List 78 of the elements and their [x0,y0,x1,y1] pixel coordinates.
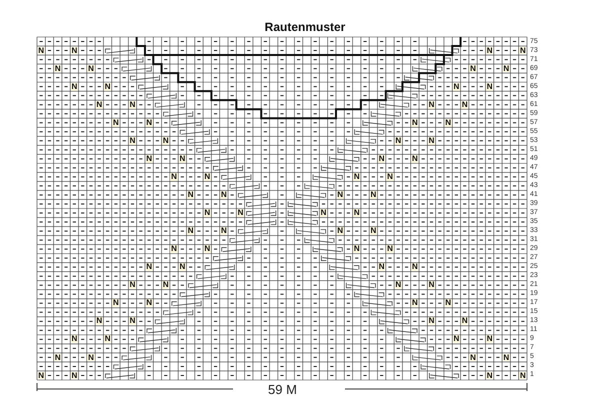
stitch-symbol: N [469,354,477,362]
stitch-symbol: N [128,100,136,109]
stitch-symbol: N [370,227,377,235]
stitch-symbol: N [428,136,436,145]
stitch-symbol: N [112,299,120,308]
stitch-symbol: N [87,64,95,72]
stitch-symbol: N [146,118,153,127]
stitch-symbol: N [386,172,394,181]
stitch-symbol: N [353,209,360,217]
stitch-symbol: N [444,118,452,127]
stitch-symbol: N [444,299,452,308]
stitch-symbol: N [204,172,211,181]
stitch-symbol: N [502,64,510,72]
stitch-symbol: N [353,245,360,254]
stitch-symbol: N [452,335,460,344]
stitch-symbol: N [220,191,228,199]
stitch-symbol: N [104,335,112,344]
stitch-count-label: 59 M [268,382,297,397]
stitch-symbol: N [170,172,178,181]
stitch-symbol: N [220,227,228,235]
stitch-symbol: N [162,136,170,145]
stitch-symbol: N [378,154,386,163]
stitch-symbol: N [187,191,194,199]
stitch-symbol: N [162,281,170,290]
stitch-symbol: N [204,245,211,254]
stitch-symbol: N [128,136,136,145]
stitch-symbol: N [54,354,62,362]
stitch-symbol: N [428,100,436,109]
stitch-symbol: N [204,209,211,217]
stitch-symbol: N [70,372,78,380]
stitch-symbol: N [502,354,510,362]
stitch-symbol: N [320,209,328,217]
stitch-symbol: N [486,335,494,344]
stitch-symbol: N [461,100,468,109]
stitch-symbol: N [452,82,460,91]
stitch-symbol: N [394,136,402,145]
stitch-symbol: N [146,299,153,308]
stitch-symbol: N [386,245,394,254]
stitch-symbol: N [146,154,153,163]
stitch-symbol: N [378,263,386,272]
stitch-symbol: N [461,317,468,326]
stitch-symbol: N [370,191,377,199]
stitch-symbol: N [394,281,402,290]
chart-title: Rautenmuster [264,20,346,34]
stitch-symbol: N [104,82,112,91]
stitch-symbol: N [428,281,436,290]
stitch-symbol: N [54,64,62,72]
stitch-symbol: N [38,46,45,54]
stitch-symbol: N [519,372,526,380]
stitch-symbol: N [112,118,120,127]
stitch-symbol: N [146,263,153,272]
stitch-symbol: N [486,46,494,54]
stitch-symbol: N [486,82,494,91]
stitch-symbol: N [428,317,436,326]
stitch-symbol: N [411,118,418,127]
stitch-symbol: N [96,100,103,109]
stitch-symbol: N [38,372,45,380]
stitch-symbol: N [336,227,344,235]
stitch-symbol: N [187,227,194,235]
stitch-symbol: N [486,372,494,380]
stitch-symbol: N [70,46,78,54]
stitch-symbol: N [469,64,477,72]
stitch-symbol: N [128,317,136,326]
stitch-symbol: N [178,154,186,163]
stitch-symbol: N [70,335,78,344]
stitch-symbol: N [128,281,136,290]
stitch-symbol: N [87,354,95,362]
stitch-symbol: N [411,263,418,272]
stitch-symbol: N [70,82,78,91]
stitch-symbol: N [411,154,418,163]
stitch-symbol: N [178,263,186,272]
stitch-symbol: N [519,46,526,54]
stitch-symbol: N [353,172,360,181]
stitch-symbol: N [96,317,103,326]
stitch-symbol: N [336,191,344,199]
stitch-symbol: N [411,299,418,308]
stitch-symbol: N [236,209,244,217]
stitch-symbol: N [170,245,178,254]
